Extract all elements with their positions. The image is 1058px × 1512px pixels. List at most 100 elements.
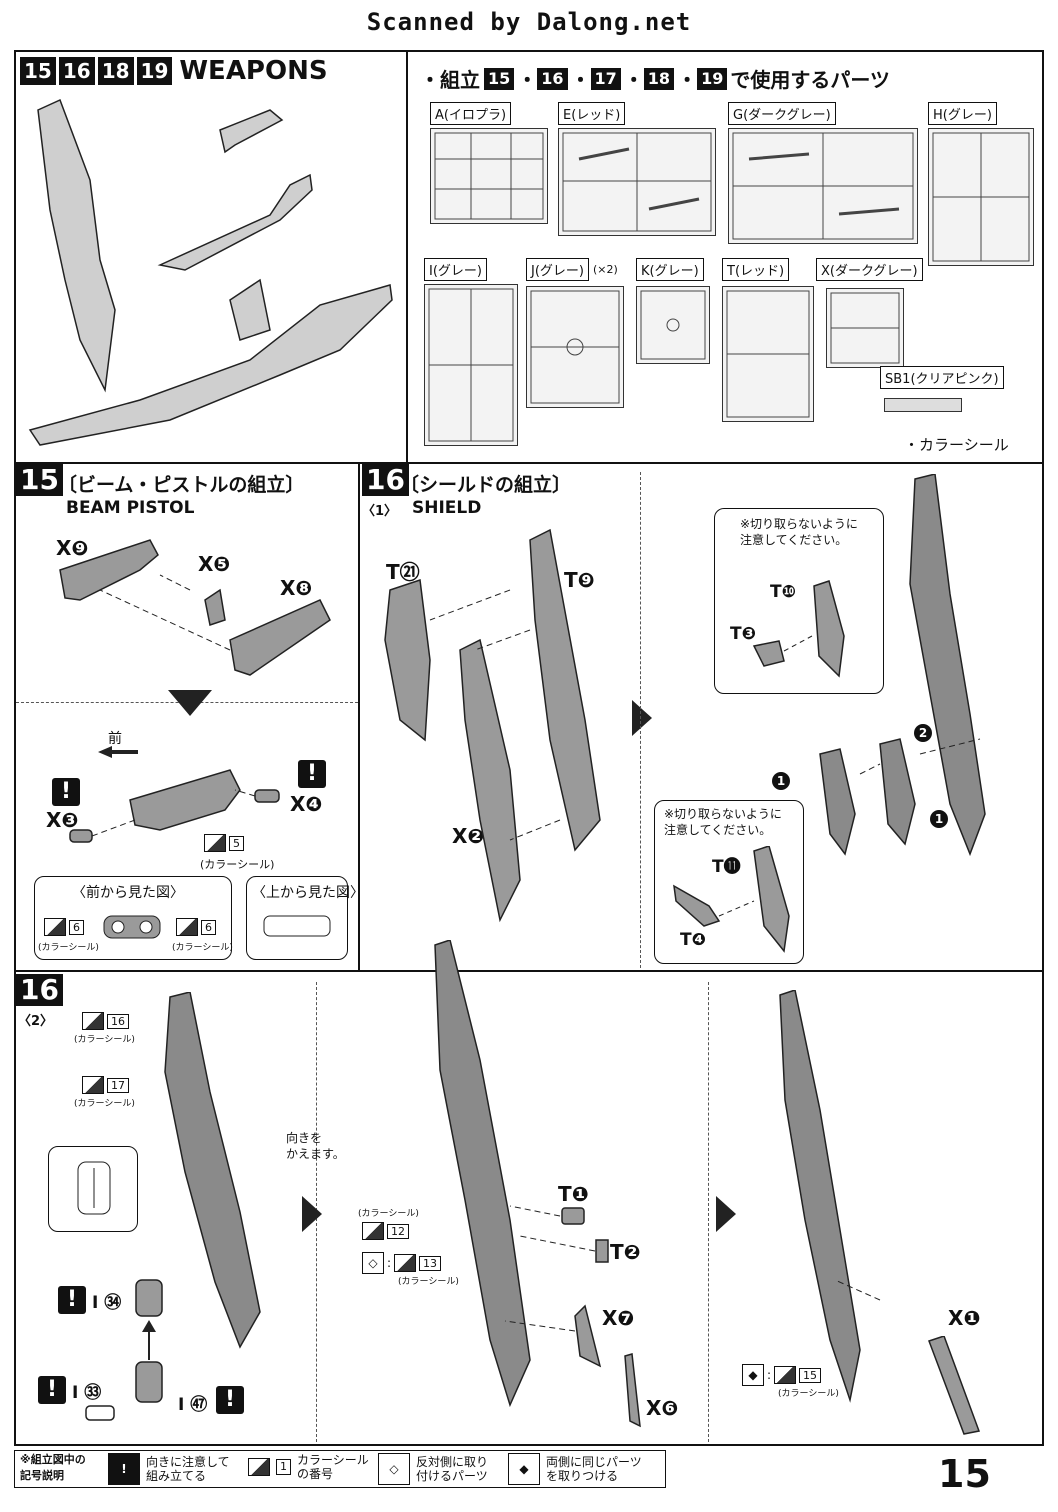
runner-g bbox=[728, 128, 918, 244]
hinge-detail-box bbox=[48, 1146, 138, 1232]
runner-t bbox=[722, 286, 814, 422]
overview-title: WEAPONS bbox=[179, 56, 328, 86]
legend-bar bbox=[14, 1450, 666, 1488]
opposite-side-icon: ◇ bbox=[378, 1453, 410, 1485]
step15-parts-illustration bbox=[59, 539, 331, 676]
step-badge-15: 15 bbox=[20, 57, 56, 85]
part-x4: X❹ bbox=[290, 792, 323, 816]
step16-1-sub: 〈1〉 bbox=[362, 504, 398, 519]
order-badge-1: 1 bbox=[772, 770, 790, 790]
parts-step-17: 17 bbox=[590, 67, 621, 90]
step16-1-divider bbox=[640, 472, 641, 968]
runner-label-t: T(レッド) bbox=[722, 258, 790, 281]
shield-final-illustration bbox=[779, 990, 881, 1403]
both-sides-icon: ◆ bbox=[508, 1453, 540, 1485]
runner-e bbox=[558, 128, 716, 236]
part-x2: X❷ bbox=[452, 824, 485, 848]
detail-2-parts bbox=[673, 846, 790, 953]
legend-title: ※組立図中の 記号説明 bbox=[20, 1453, 86, 1482]
step16-1-number: 16 bbox=[362, 464, 409, 496]
sticker-caption: (カラーシール) bbox=[172, 943, 233, 953]
top-view-label: 〈上から見た図〉 bbox=[252, 885, 364, 901]
legend-sticker-text: カラーシール の番号 bbox=[297, 1453, 369, 1481]
part-t9: T❾ bbox=[564, 568, 595, 592]
caution-icon: ! bbox=[108, 1453, 140, 1485]
sticker-15-number: 15 bbox=[799, 1367, 822, 1383]
part-t2: T❷ bbox=[610, 1240, 641, 1264]
part-i34: I ㉞ bbox=[92, 1293, 122, 1313]
caution-icon: ! bbox=[58, 1286, 86, 1314]
part-x5: X❺ bbox=[198, 552, 231, 576]
sticker-6-left: 6 bbox=[44, 918, 84, 936]
step15-assembled-illustration bbox=[69, 769, 280, 843]
part-x6: X❻ bbox=[646, 1396, 679, 1420]
parts-list-title: ・組立 15・ 16・ 17・ 18・ 19 で使用するパーツ bbox=[420, 64, 890, 93]
step-badge-16: 16 bbox=[58, 57, 95, 85]
legend-both-text: 両側に同じパーツ を取りつける bbox=[546, 1455, 642, 1483]
detail-box-1 bbox=[714, 508, 884, 694]
sticker-caption: (カラーシール) bbox=[74, 1035, 135, 1045]
scan-credit: Scanned by Dalong.net bbox=[366, 8, 692, 36]
part-t21: T㉑ bbox=[386, 560, 420, 584]
sticker-5: 5 bbox=[204, 834, 244, 852]
parts-list-title-prefix: ・組立 bbox=[420, 68, 480, 92]
step16-1-title-en: SHIELD bbox=[412, 498, 482, 518]
sticker-6-number: 6 bbox=[201, 919, 216, 935]
sticker-icon bbox=[176, 918, 198, 936]
legend-opposite-text: 反対側に取り 付けるパーツ bbox=[416, 1455, 489, 1483]
top-view-box bbox=[246, 876, 348, 960]
runner-label-sb1: SB1(クリアピンク) bbox=[880, 366, 1004, 389]
beam-pistol-illustration bbox=[219, 109, 284, 154]
next-arrow bbox=[302, 1196, 322, 1232]
step16-2-divider-2 bbox=[708, 982, 709, 1442]
x1-part bbox=[928, 1336, 981, 1435]
part-x1: X❶ bbox=[948, 1306, 981, 1330]
sticker-5-caption: (カラーシール) bbox=[200, 858, 275, 871]
turn-note: 向きを かえます。 bbox=[286, 1131, 345, 1161]
runner-label-j: J(グレー) bbox=[526, 258, 589, 281]
part-t1: T❶ bbox=[558, 1182, 589, 1206]
runner-j-qty: (×2) bbox=[592, 263, 618, 276]
sticker-caption: (カラーシール) bbox=[398, 1277, 459, 1287]
sticker-note: ・カラーシール bbox=[904, 436, 1009, 454]
shield-sub-assembly bbox=[819, 474, 986, 857]
sticker-16: 16 bbox=[82, 1012, 129, 1030]
sticker-icon bbox=[248, 1458, 270, 1476]
front-view-part bbox=[103, 915, 161, 939]
step16-2-panel bbox=[14, 970, 1044, 1446]
part-t11: T⓫ bbox=[712, 857, 741, 877]
detail-1-parts bbox=[752, 580, 845, 678]
runner-label-a: A(イロプラ) bbox=[430, 102, 512, 125]
sticker-caption: (カラーシール) bbox=[74, 1099, 135, 1109]
sticker-17: 17 bbox=[82, 1076, 129, 1094]
overview-heading: 15 16 18 19 WEAPONS bbox=[20, 56, 328, 86]
part-t10: T❿ bbox=[770, 582, 796, 602]
step-badge-19: 19 bbox=[136, 57, 173, 85]
runner-a bbox=[430, 128, 548, 224]
step15-title-jp: 〔ビーム・ピストルの組立〕 bbox=[58, 474, 305, 496]
runner-label-x: X(ダークグレー) bbox=[816, 258, 923, 281]
step16-1-title-jp: 〔シールドの組立〕 bbox=[400, 474, 572, 496]
caution-icon: ! bbox=[216, 1386, 244, 1414]
legend-item-both: ◆ 両側に同じパーツ を取りつける bbox=[508, 1453, 642, 1485]
runner-j bbox=[526, 286, 624, 408]
sticker-13-number: 13 bbox=[419, 1255, 442, 1271]
sticker-icon bbox=[204, 834, 226, 852]
weapons-illustration bbox=[28, 98, 393, 446]
sticker-caption: (カラーシール) bbox=[358, 1209, 419, 1219]
parts-step-16: 16 bbox=[537, 67, 568, 90]
order-badge-1b: 1 bbox=[930, 808, 948, 828]
sticker-icon bbox=[394, 1254, 417, 1272]
hinge-detail-part bbox=[77, 1161, 111, 1215]
sticker-13-opposite: ◇:13 bbox=[362, 1252, 442, 1274]
sticker-16-number: 16 bbox=[107, 1013, 129, 1029]
part-x9: X❾ bbox=[56, 536, 89, 560]
mega-launcher-illustration bbox=[28, 284, 393, 446]
next-arrow bbox=[716, 1196, 736, 1232]
sticker-caption: (カラーシール) bbox=[778, 1389, 839, 1399]
order-badge-2: 2 bbox=[914, 722, 932, 742]
part-t3: T❸ bbox=[730, 624, 756, 644]
caution-icon: ! bbox=[38, 1376, 66, 1404]
sticker-15-both: ◆:15 bbox=[742, 1364, 822, 1386]
part-t4: T❹ bbox=[680, 930, 706, 950]
